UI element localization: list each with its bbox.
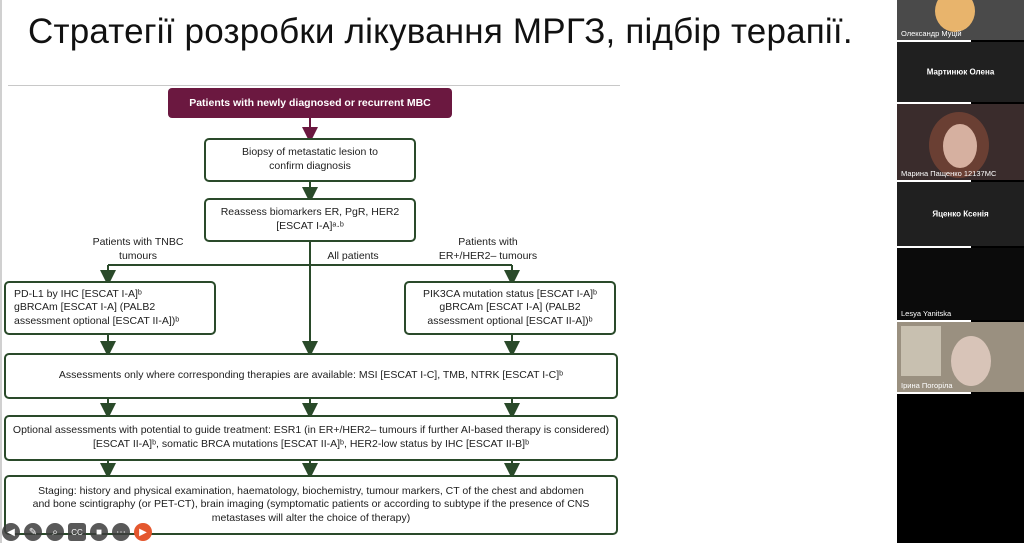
er-line-1: PIK3CA mutation status [ESCAT I-A]ᵇ bbox=[423, 287, 597, 300]
label-er: Patients with ER+/HER2– tumours bbox=[428, 236, 548, 263]
back-icon[interactable]: ◀ bbox=[2, 523, 20, 541]
zoom-icon[interactable]: ⌕ bbox=[46, 523, 64, 541]
forward-icon[interactable]: ▶ bbox=[134, 523, 152, 541]
participant-tile[interactable]: Lesya Yanitska bbox=[897, 248, 1024, 320]
flowchart-arrows bbox=[100, 118, 520, 479]
optional-box: Optional assessments with potential to g… bbox=[4, 415, 618, 461]
tnbc-line-1: PD-L1 by IHC [ESCAT I-A]ᵇ bbox=[14, 287, 142, 300]
participant-name: Мартинюк Олена bbox=[926, 67, 995, 77]
label-er-line-2: ER+/HER2– tumours bbox=[438, 249, 538, 262]
label-tnbc-line-2: tumours bbox=[119, 249, 157, 262]
participants-panel: Олександр Муцій Мартинюк Олена Марина Па… bbox=[897, 0, 1024, 543]
optional-line-1: Optional assessments with potential to g… bbox=[12, 424, 610, 437]
participant-tile[interactable]: Яценко Ксенія bbox=[897, 182, 1024, 246]
er-box: PIK3CA mutation status [ESCAT I-A]ᵇ gBRC… bbox=[404, 281, 616, 335]
slide-title: Стратегії розробки лікування МРГЗ, підбі… bbox=[28, 12, 853, 51]
more-icon[interactable]: ⋯ bbox=[112, 523, 130, 541]
label-tnbc-line-1: Patients with TNBC bbox=[92, 236, 184, 248]
participant-video bbox=[935, 0, 975, 32]
staging-line-2: and bone scintigraphy (or PET-CT), brain… bbox=[32, 498, 590, 511]
er-line-2: gBRCAm [ESCAT I-A] (PALB2 bbox=[439, 301, 581, 314]
participant-tile[interactable]: Мартинюк Олена bbox=[897, 42, 1024, 102]
slide-toolbar: ◀ ✎ ⌕ CC ■ ⋯ ▶ bbox=[2, 522, 152, 542]
staging-line-1: Staging: history and physical examinatio… bbox=[38, 484, 584, 497]
participant-background bbox=[901, 326, 941, 376]
label-tnbc: Patients with TNBC tumours bbox=[78, 236, 198, 263]
pen-icon[interactable]: ✎ bbox=[24, 523, 42, 541]
biopsy-line-2: confirm diagnosis bbox=[269, 160, 351, 172]
staging-line-3: metastases will alter the choice of ther… bbox=[211, 511, 411, 524]
label-er-line-1: Patients with bbox=[458, 236, 518, 248]
panel-empty-area bbox=[897, 394, 1024, 543]
staging-box: Staging: history and physical examinatio… bbox=[4, 475, 618, 535]
participant-name: Яценко Ксенія bbox=[932, 209, 989, 219]
participant-tile[interactable]: Ірина Погоріла bbox=[897, 322, 1024, 392]
tnbc-line-2: gBRCAm [ESCAT I-A] (PALB2 bbox=[14, 301, 156, 314]
tnbc-box: PD-L1 by IHC [ESCAT I-A]ᵇ gBRCAm [ESCAT … bbox=[4, 281, 216, 335]
reassess-line-1: Reassess biomarkers ER, PgR, HER2 bbox=[220, 206, 400, 219]
slide-divider bbox=[8, 85, 620, 86]
assessments-box: Assessments only where corresponding the… bbox=[4, 353, 618, 399]
slide-edge bbox=[0, 0, 2, 543]
er-line-3: assessment optional [ESCAT II-A])ᵇ bbox=[427, 314, 593, 327]
biopsy-line-1: Biopsy of metastatic lesion to bbox=[242, 146, 378, 159]
flowchart: Patients with newly diagnosed or recurre… bbox=[4, 85, 620, 543]
biopsy-box: Biopsy of metastatic lesion to confirm d… bbox=[204, 138, 416, 182]
reassess-box: Reassess biomarkers ER, PgR, HER2 [ESCAT… bbox=[204, 198, 416, 242]
participant-name: Марина Пащенко 12137МС bbox=[901, 169, 997, 178]
presentation-slide: Стратегії розробки лікування МРГЗ, підбі… bbox=[0, 0, 897, 543]
participant-name: Lesya Yanitska bbox=[901, 309, 952, 318]
participant-name: Олександр Муцій bbox=[901, 29, 962, 38]
captions-icon[interactable]: CC bbox=[68, 523, 86, 541]
label-all-patients: All patients bbox=[327, 250, 379, 262]
participant-video bbox=[951, 336, 991, 386]
tnbc-line-3: assessment optional [ESCAT II-A])ᵇ bbox=[14, 314, 180, 327]
reassess-line-2: [ESCAT I-A]ᵃ·ᵇ bbox=[276, 220, 344, 232]
participant-name: Ірина Погоріла bbox=[901, 381, 953, 390]
assessments-text: Assessments only where corresponding the… bbox=[58, 369, 564, 382]
participant-tile[interactable]: Олександр Муцій bbox=[897, 0, 1024, 40]
newly-diagnosed-box: Patients with newly diagnosed or recurre… bbox=[168, 88, 452, 118]
participant-face bbox=[943, 124, 977, 168]
optional-line-2: [ESCAT II-A]ᵇ, somatic BRCA mutations [E… bbox=[92, 438, 530, 450]
participant-tile[interactable]: Марина Пащенко 12137МС bbox=[897, 104, 1024, 180]
camera-icon[interactable]: ■ bbox=[90, 523, 108, 541]
